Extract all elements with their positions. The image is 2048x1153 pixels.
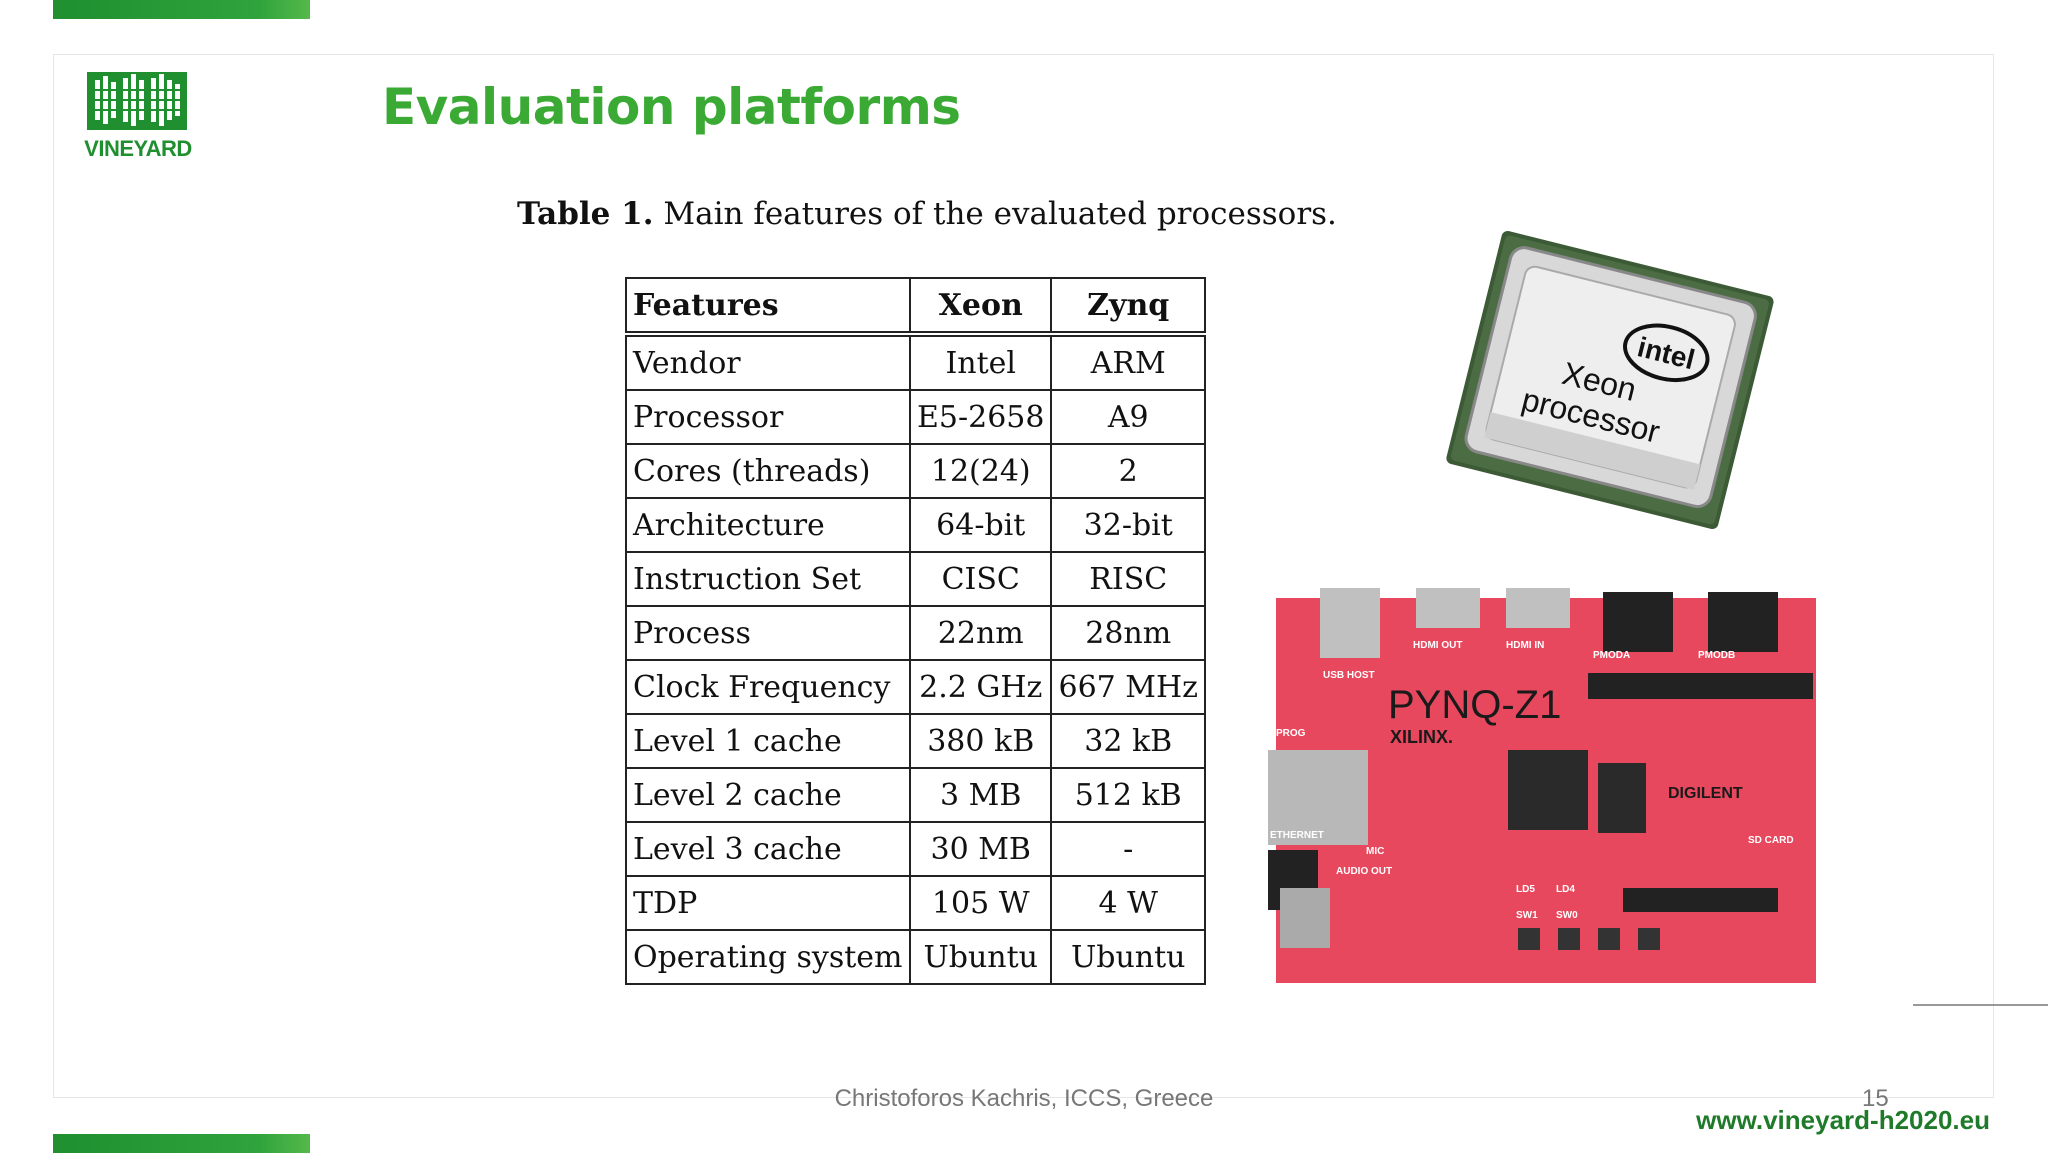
caption-text: Main features of the evaluated processor… bbox=[663, 196, 1337, 232]
zynq-cell: 32 kB bbox=[1050, 713, 1206, 769]
xeon-cell: 3 MB bbox=[908, 767, 1053, 823]
board-label: SD CARD bbox=[1748, 835, 1794, 846]
board-label: MIC bbox=[1366, 846, 1384, 857]
board-maker: XILINX. bbox=[1390, 727, 1453, 747]
board-label: ETHERNET bbox=[1270, 830, 1324, 841]
feature-cell: Level 1 cache bbox=[625, 713, 911, 769]
xeon-cell: 2.2 GHz bbox=[908, 659, 1053, 715]
board-label: LD5 bbox=[1516, 884, 1535, 895]
board-label: PMODB bbox=[1698, 650, 1735, 661]
pynq-board-image: PYNQ-Z1 XILINX. DIGILENT USB HOST HDMI O… bbox=[1268, 588, 1816, 983]
features-table: Features Xeon Zynq Vendor Intel ARM Proc… bbox=[625, 277, 1206, 985]
board-label: HDMI OUT bbox=[1413, 640, 1462, 651]
zynq-cell: 667 MHz bbox=[1050, 659, 1206, 715]
board-label: PMODA bbox=[1593, 650, 1630, 661]
table-row: Instruction Set CISC RISC bbox=[625, 551, 1206, 607]
feature-cell: Operating system bbox=[625, 929, 911, 985]
feature-cell: Cores (threads) bbox=[625, 443, 911, 499]
footer-author: Christoforos Kachris, ICCS, Greece bbox=[834, 1085, 1214, 1112]
xeon-cell: 30 MB bbox=[908, 821, 1053, 877]
feature-cell: Processor bbox=[625, 389, 911, 445]
intel-logo-icon bbox=[1623, 323, 1710, 382]
zynq-cell: 512 kB bbox=[1050, 767, 1206, 823]
caption-label: Table 1. bbox=[517, 196, 654, 232]
board-label: SW0 bbox=[1556, 910, 1578, 921]
xeon-cell: 105 W bbox=[908, 875, 1053, 931]
header-xeon: Xeon bbox=[908, 277, 1053, 335]
xeon-cell: 380 kB bbox=[908, 713, 1053, 769]
slide-title: Evaluation platforms bbox=[382, 78, 961, 136]
zynq-cell: RISC bbox=[1050, 551, 1206, 607]
feature-cell: Level 3 cache bbox=[625, 821, 911, 877]
table-row: Cores (threads) 12(24) 2 bbox=[625, 443, 1206, 499]
zynq-cell: 28nm bbox=[1050, 605, 1206, 661]
vineyard-logo-icon bbox=[87, 72, 187, 130]
feature-cell: TDP bbox=[625, 875, 911, 931]
feature-cell: Architecture bbox=[625, 497, 911, 553]
board-label: USB HOST bbox=[1323, 670, 1375, 681]
pmoda-header bbox=[1603, 592, 1673, 652]
board-label: AUDIO OUT bbox=[1336, 866, 1392, 877]
pmodb-header bbox=[1708, 592, 1778, 652]
website-link[interactable]: www.vineyard-h2020.eu bbox=[1696, 1105, 1990, 1135]
xeon-cell: Ubuntu bbox=[908, 929, 1053, 985]
board-label: LD4 bbox=[1556, 884, 1575, 895]
board-vendor: DIGILENT bbox=[1668, 785, 1743, 802]
feature-cell: Process bbox=[625, 605, 911, 661]
xeon-cell: CISC bbox=[908, 551, 1053, 607]
hdmi-in-connector bbox=[1506, 588, 1570, 628]
header-features: Features bbox=[625, 277, 911, 335]
usb-host-connector bbox=[1320, 588, 1380, 658]
zynq-cell: 2 bbox=[1050, 443, 1206, 499]
zynq-cell: 32-bit bbox=[1050, 497, 1206, 553]
top-accent-bar bbox=[53, 0, 310, 19]
zynq-chip bbox=[1508, 750, 1588, 830]
hdmi-out-connector bbox=[1416, 588, 1480, 628]
table-row: Architecture 64-bit 32-bit bbox=[625, 497, 1206, 553]
xeon-cell: 12(24) bbox=[908, 443, 1053, 499]
table-row: Level 1 cache 380 kB 32 kB bbox=[625, 713, 1206, 769]
logo-text: VINEYARD bbox=[84, 136, 192, 161]
table-row: Operating system Ubuntu Ubuntu bbox=[625, 929, 1206, 985]
xeon-cell: Intel bbox=[908, 333, 1053, 391]
table-row: Vendor Intel ARM bbox=[625, 333, 1206, 391]
zynq-cell: Ubuntu bbox=[1050, 929, 1206, 985]
xeon-cell: E5-2658 bbox=[908, 389, 1053, 445]
xeon-cell: 22nm bbox=[908, 605, 1053, 661]
table-row: Level 2 cache 3 MB 512 kB bbox=[625, 767, 1206, 823]
zynq-cell: 4 W bbox=[1050, 875, 1206, 931]
header-zynq: Zynq bbox=[1050, 277, 1206, 335]
xeon-cell: 64-bit bbox=[908, 497, 1053, 553]
table-row: Processor E5-2658 A9 bbox=[625, 389, 1206, 445]
divider-line bbox=[1913, 1004, 2048, 1006]
table-row: Process 22nm 28nm bbox=[625, 605, 1206, 661]
feature-cell: Instruction Set bbox=[625, 551, 911, 607]
board-label: HDMI IN bbox=[1506, 640, 1544, 651]
vineyard-logo: VINEYARD bbox=[68, 70, 208, 165]
zynq-cell: A9 bbox=[1050, 389, 1206, 445]
slide-frame bbox=[53, 54, 1994, 1098]
feature-cell: Clock Frequency bbox=[625, 659, 911, 715]
board-label: PROG bbox=[1276, 728, 1306, 739]
table-caption: Table 1. Main features of the evaluated … bbox=[517, 196, 1337, 232]
zynq-cell: ARM bbox=[1050, 333, 1206, 391]
bottom-accent-bar bbox=[53, 1134, 310, 1153]
feature-cell: Vendor bbox=[625, 333, 911, 391]
table-row: Level 3 cache 30 MB - bbox=[625, 821, 1206, 877]
ethernet-connector bbox=[1268, 750, 1368, 845]
table-row: TDP 105 W 4 W bbox=[625, 875, 1206, 931]
board-label: SW1 bbox=[1516, 910, 1538, 921]
page-number: 15 bbox=[1862, 1085, 1889, 1112]
feature-cell: Level 2 cache bbox=[625, 767, 911, 823]
board-name: PYNQ-Z1 bbox=[1388, 683, 1561, 727]
table-row: Clock Frequency 2.2 GHz 667 MHz bbox=[625, 659, 1206, 715]
xeon-processor-image: intel Xeon processor bbox=[1446, 230, 1774, 530]
zynq-cell: - bbox=[1050, 821, 1206, 877]
table-header-row: Features Xeon Zynq bbox=[625, 277, 1206, 335]
